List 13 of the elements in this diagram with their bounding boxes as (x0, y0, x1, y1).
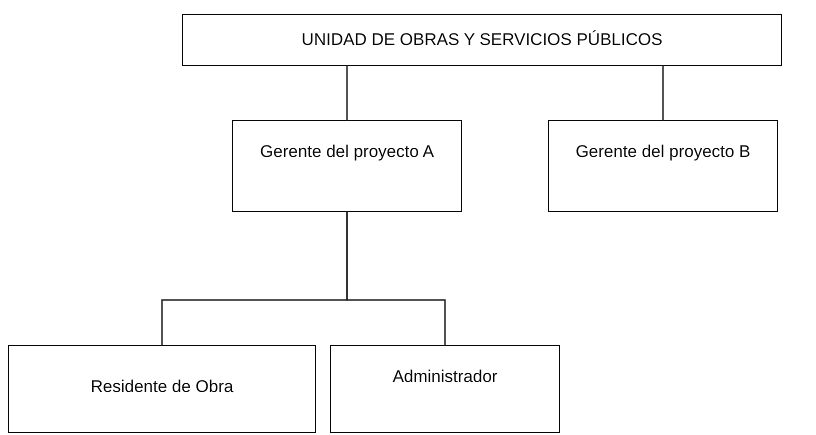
org-box (182, 14, 782, 66)
connector-line (346, 66, 348, 120)
role-label: Residente de Obra (90, 376, 234, 398)
connector-line (662, 66, 664, 120)
org-box (330, 345, 560, 433)
role-label: Gerente del proyecto A (260, 141, 434, 163)
role-label: Gerente del proyecto B (576, 141, 750, 163)
org-box (548, 120, 778, 212)
role-label: UNIDAD DE OBRAS Y SERVICIOS PÚBLICOS (302, 28, 662, 51)
org-box (232, 120, 462, 212)
role-label: Administrador (392, 366, 498, 388)
connector-line (346, 212, 446, 345)
org-box (8, 345, 316, 433)
